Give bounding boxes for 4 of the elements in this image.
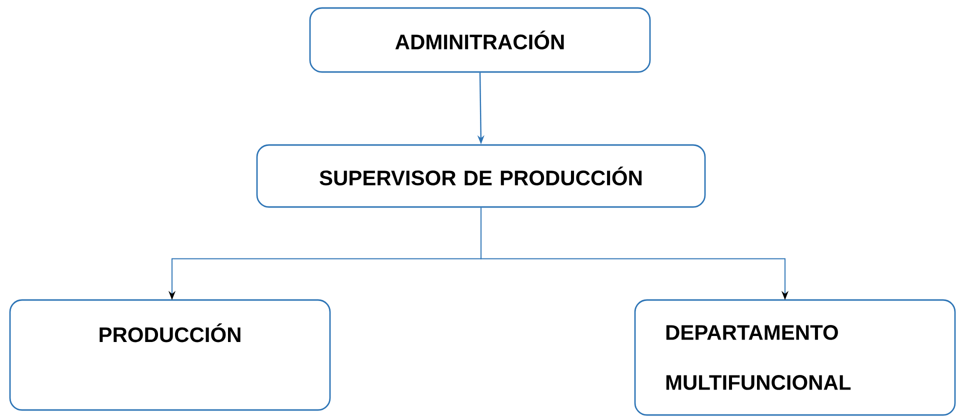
org-box: ADMINITRACIÓN: [309, 7, 651, 73]
org-box: PRODUCCIÓN: [9, 299, 331, 411]
org-box: DEPARTAMENTO MULTIFUNCIONAL: [634, 299, 956, 416]
org-box: SUPERVISOR DE PRODUCCIÓN: [256, 144, 706, 208]
